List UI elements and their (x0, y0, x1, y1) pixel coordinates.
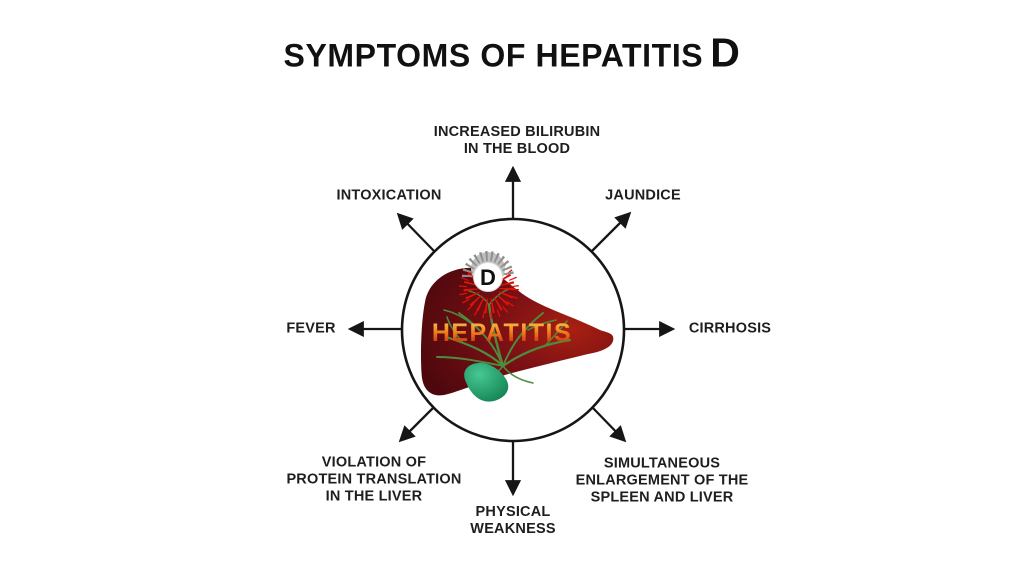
arrow-down-right (591, 406, 627, 443)
label-increased-bilirubin: INCREASED BILIRUBIN IN THE BLOOD (433, 124, 601, 157)
liver-hepatitis-label: HEPATITIS (432, 319, 572, 347)
hepatitis-type-letter: D (710, 29, 741, 76)
symptom-arrows (347, 165, 676, 497)
arrow-down-left (398, 406, 435, 443)
liver-shape (421, 267, 614, 396)
liver-illustration (421, 267, 614, 402)
virus-gray-spikes (462, 251, 514, 278)
label-fever: FEVER (286, 320, 336, 337)
virus-letter: D (480, 265, 496, 290)
arrow-up-left (396, 212, 435, 252)
label-jaundice: JAUNDICE (605, 187, 681, 204)
hepatitis-d-virus-icon: D (459, 251, 519, 319)
label-spleen-liver-enlargement: SIMULTANEOUS ENLARGEMENT OF THE SPLEEN A… (575, 455, 749, 506)
virus-body (473, 262, 503, 292)
label-cirrhosis: CIRRHOSIS (688, 320, 772, 337)
label-protein-translation-violation: VIOLATION OF PROTEIN TRANSLATION IN THE … (286, 454, 462, 505)
gallbladder-shape (464, 362, 509, 402)
label-physical-weakness: PHYSICAL WEAKNESS (470, 504, 556, 537)
arrow-up-right (591, 211, 632, 252)
label-intoxication: INTOXICATION (336, 187, 442, 204)
page-title-text: SYMPTOMS OF HEPATITIS (283, 37, 704, 74)
